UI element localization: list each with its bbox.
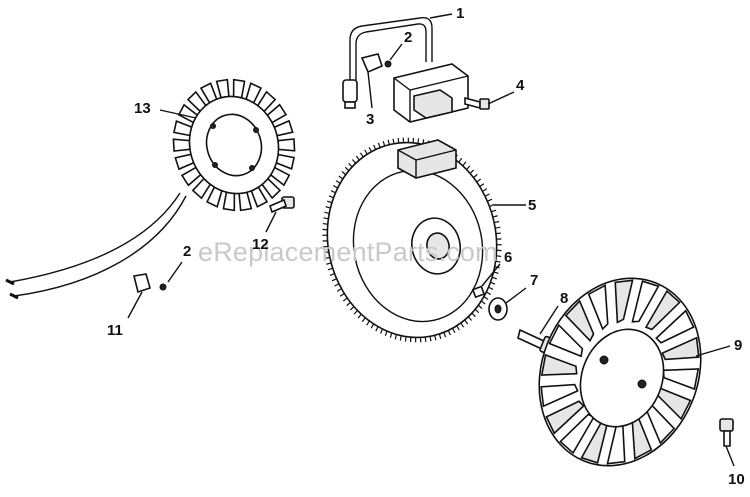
fan-blade <box>655 309 695 344</box>
fan-blade <box>661 336 700 361</box>
key-part <box>471 285 486 299</box>
callout-labels: 1 2 3 4 5 6 7 8 9 10 11 12 13 2 <box>107 5 745 488</box>
fan-blade <box>564 299 595 343</box>
callout-3: 3 <box>366 111 374 128</box>
callout-1: 1 <box>456 5 464 22</box>
screw-part-10 <box>719 418 734 447</box>
bolt-part-4 <box>464 96 490 110</box>
callout-8: 8 <box>560 290 568 307</box>
callout-9: 9 <box>734 337 742 354</box>
callout-11: 11 <box>107 322 123 339</box>
fan-blade <box>587 284 609 331</box>
fan-blade <box>644 289 681 331</box>
flywheel-part <box>322 137 502 343</box>
screw-part-12 <box>269 196 295 214</box>
fan-blade <box>631 280 660 323</box>
fan-blade <box>614 279 634 324</box>
callout-4: 4 <box>516 77 525 94</box>
washer-part <box>488 297 508 321</box>
callout-5: 5 <box>528 197 536 214</box>
callout-2-left: 2 <box>183 243 191 260</box>
fan-blade <box>540 353 578 376</box>
fan-part <box>538 277 702 467</box>
fan-blade <box>548 323 584 358</box>
watermark-text: eReplacementParts.com <box>198 237 498 267</box>
bracket-part <box>133 273 167 294</box>
fan-blade <box>545 400 585 435</box>
ignition-module-part <box>342 17 469 123</box>
ring-gear-teeth <box>322 137 502 343</box>
callout-13: 13 <box>134 100 151 117</box>
fan-blade <box>540 383 579 408</box>
callout-7: 7 <box>530 272 538 289</box>
callout-2-top: 2 <box>404 29 412 46</box>
callout-6: 6 <box>504 249 512 266</box>
leader-lines <box>127 13 735 467</box>
callout-12: 12 <box>252 236 269 253</box>
callout-10: 10 <box>728 471 745 488</box>
stator-part <box>5 78 296 300</box>
